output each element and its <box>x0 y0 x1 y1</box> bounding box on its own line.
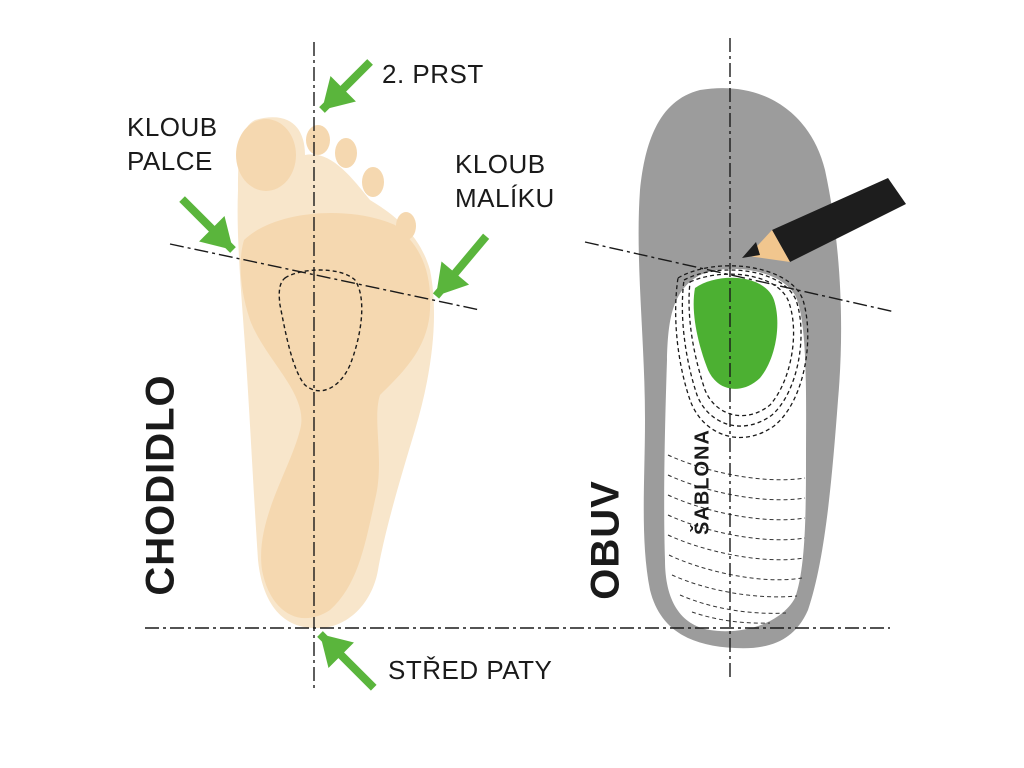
arrow-head <box>436 261 470 296</box>
heel-center-label: STŘED PATY <box>388 655 553 685</box>
foot-illustration <box>236 117 435 629</box>
fourth-toe <box>362 167 384 197</box>
foot-sole-print <box>240 213 431 619</box>
little-toe-joint-label: KLOUB MALÍKU <box>455 147 555 215</box>
third-toe <box>335 138 357 168</box>
arrow-head <box>199 216 233 250</box>
shoe-joint-line <box>584 241 896 313</box>
shoe-title: OBUV <box>583 480 628 600</box>
shoe-illustration <box>638 88 842 649</box>
pencil-body <box>772 178 906 262</box>
second-toe <box>306 125 330 155</box>
guide-lines <box>145 38 896 688</box>
arrow-head <box>322 76 356 110</box>
big-toe-joint-label: KLOUB PALCE <box>127 110 218 178</box>
shoe-template <box>664 268 807 632</box>
arrows <box>179 59 490 691</box>
template-contours <box>675 265 809 439</box>
little-toe-joint-label-line1: KLOUB <box>455 149 546 179</box>
pencil-tip <box>742 242 760 258</box>
foot-insole-contour <box>278 269 363 392</box>
little-toe-joint-label-line2: MALÍKU <box>455 183 555 213</box>
big-toe <box>236 119 296 191</box>
little-toe-joint-arrow-icon <box>432 233 490 299</box>
template-label: ŠABLONA <box>691 429 714 535</box>
pencil-icon <box>742 178 906 262</box>
foot-title: CHODIDLO <box>138 374 183 596</box>
second-toe-arrow-icon <box>319 59 373 113</box>
second-toe-label: 2. PRST <box>382 59 484 89</box>
big-toe-joint-label-line1: KLOUB <box>127 112 218 142</box>
heel-center-arrow-icon <box>317 631 377 691</box>
arrow-head <box>320 634 354 668</box>
template-hatching <box>667 454 806 624</box>
foot-joint-line <box>169 243 481 311</box>
big-toe-joint-label-line2: PALCE <box>127 146 213 176</box>
insole-green-area <box>693 277 778 389</box>
big-toe-joint-arrow-icon <box>179 196 236 253</box>
